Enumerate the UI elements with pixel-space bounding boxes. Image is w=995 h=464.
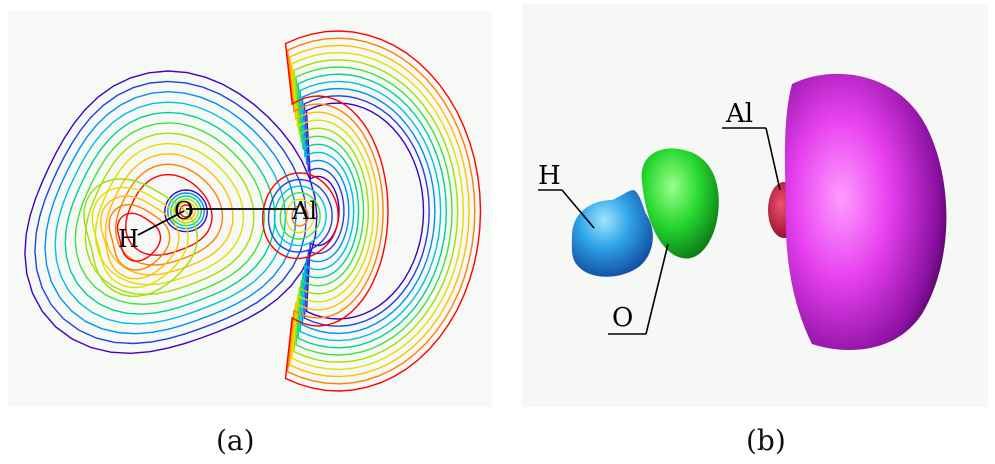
contour-ring-oxygen <box>170 195 202 227</box>
contour-lines <box>24 30 482 392</box>
contour-plot: H O Al <box>24 30 482 392</box>
contour-ring-hydrogen <box>83 178 199 297</box>
contour-line-right <box>297 73 448 349</box>
contour-line-left <box>84 132 255 296</box>
contour-ring-hydrogen <box>91 186 189 289</box>
contour-ring-aluminum <box>285 198 315 234</box>
contour-ring-aluminum <box>291 205 309 227</box>
aluminum-label: Al <box>725 99 753 129</box>
contour-line-right <box>301 87 436 335</box>
o-leader-line <box>645 243 669 335</box>
contour-line-right <box>284 30 482 392</box>
contour-plot-panel: H O Al <box>8 11 492 407</box>
contour-line-left <box>64 111 276 315</box>
contour-line-left <box>44 90 297 335</box>
contour-ring-aluminum <box>273 185 327 247</box>
contour-line-left <box>34 80 308 345</box>
contour-ring-hydrogen <box>116 212 162 262</box>
oxygen-lobe <box>641 148 719 259</box>
isosurface-panel: H O Al <box>522 4 988 407</box>
h-leader-line <box>561 189 595 229</box>
isosurface-render: H O Al <box>538 73 947 351</box>
contour-ring-hydrogen <box>99 195 180 280</box>
contour-ring-oxygen <box>176 201 196 221</box>
contour-line-left <box>104 153 234 276</box>
al-leader-line <box>765 127 781 191</box>
caption-b: (b) <box>746 424 786 457</box>
contour-line-right <box>293 59 459 363</box>
contour-line-left <box>94 142 245 286</box>
contour-line-left <box>24 70 318 355</box>
contour-line-right <box>299 80 442 342</box>
contour-line-right <box>288 44 470 378</box>
contour-line-left <box>74 122 266 306</box>
hydrogen-label: H <box>538 161 561 191</box>
contour-ring-aluminum <box>262 172 339 260</box>
aluminum-label: Al <box>291 197 317 225</box>
hydrogen-label: H <box>118 225 139 253</box>
oxygen-label: O <box>174 197 194 225</box>
h-leader-line <box>137 210 185 236</box>
contour-ring-aluminum <box>267 178 333 253</box>
contour-line-left <box>114 163 224 266</box>
contour-line-right <box>286 37 476 385</box>
aluminum-lone-pair-lobe <box>784 73 947 351</box>
hydrogen-lobe <box>571 190 653 277</box>
contour-ring-aluminum <box>279 191 321 240</box>
caption-a: (a) <box>216 424 255 457</box>
contour-line-left <box>54 101 287 325</box>
contour-line-right <box>295 66 453 356</box>
oxygen-label: O <box>612 303 633 333</box>
contour-ring-hydrogen <box>108 203 171 271</box>
contour-line-right <box>291 51 465 371</box>
